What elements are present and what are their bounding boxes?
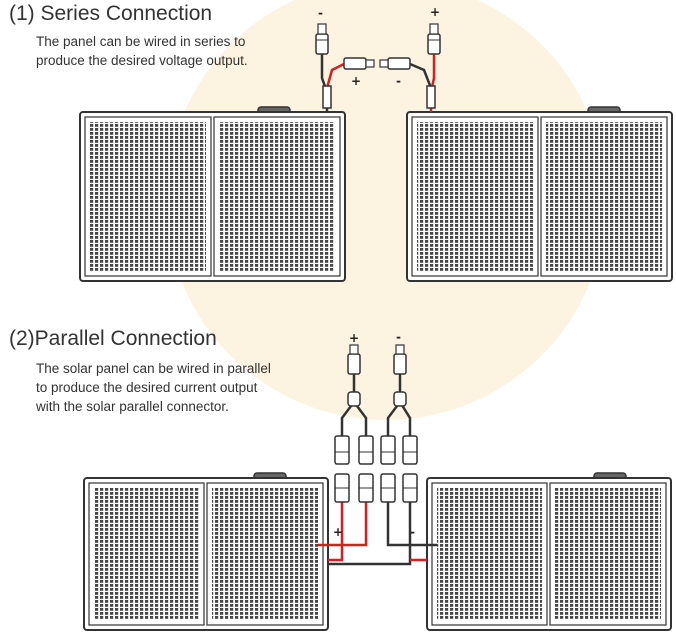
series-positive-terminal-sign: + xyxy=(430,5,440,19)
mc4-connector-icon xyxy=(380,435,396,465)
parallel-description-line: with the solar parallel connector. xyxy=(36,399,229,414)
parallel-description: The solar panel can be wired in parallel… xyxy=(36,359,271,416)
mc4-connector-icon xyxy=(358,435,374,465)
parallel-negative-output-sign: - xyxy=(396,330,401,344)
mc4-connector-icon xyxy=(343,57,375,70)
parallel-positive-output-sign: + xyxy=(349,331,359,345)
mc4-connector-icon xyxy=(334,473,350,503)
parallel-negative-wire-sign: - xyxy=(410,525,415,539)
mc4-connector-icon xyxy=(358,473,374,503)
series-middle-negative-sign: - xyxy=(396,74,401,88)
mc4-connector-icon xyxy=(402,473,418,503)
parallel-connection-title: (2)Parallel Connection xyxy=(9,327,217,350)
mc4-connector-icon xyxy=(427,23,441,55)
parallel-wiring: + - + - xyxy=(318,330,437,566)
parallel-right-solar-panel xyxy=(426,472,672,631)
series-wiring: - + + - xyxy=(315,5,441,112)
series-description: The panel can be wired in series to prod… xyxy=(36,32,248,70)
y-branch-junction xyxy=(393,391,407,407)
parallel-left-solar-panel xyxy=(83,472,329,631)
mc4-connector-icon xyxy=(315,23,329,55)
parallel-description-line: to produce the desired current output xyxy=(36,380,258,395)
y-branch-junction xyxy=(347,391,361,407)
series-description-line: The panel can be wired in series to xyxy=(36,34,246,49)
mc4-connector-icon xyxy=(402,435,418,465)
mc4-connector-icon xyxy=(334,435,350,465)
mc4-connector-icon xyxy=(393,344,407,375)
parallel-positive-wire-sign: + xyxy=(333,525,343,539)
parallel-description-line: The solar panel can be wired in parallel xyxy=(36,361,271,376)
series-connection-title: (1) Series Connection xyxy=(9,2,213,25)
mc4-connector-icon xyxy=(379,57,411,70)
series-description-line: produce the desired voltage output. xyxy=(36,53,248,68)
series-negative-terminal-sign: - xyxy=(318,6,323,20)
mc4-connector-icon xyxy=(347,344,361,375)
series-left-solar-panel xyxy=(79,106,346,282)
mc4-connector-icon xyxy=(380,473,396,503)
series-middle-positive-sign: + xyxy=(351,74,361,88)
series-right-solar-panel xyxy=(406,106,673,282)
